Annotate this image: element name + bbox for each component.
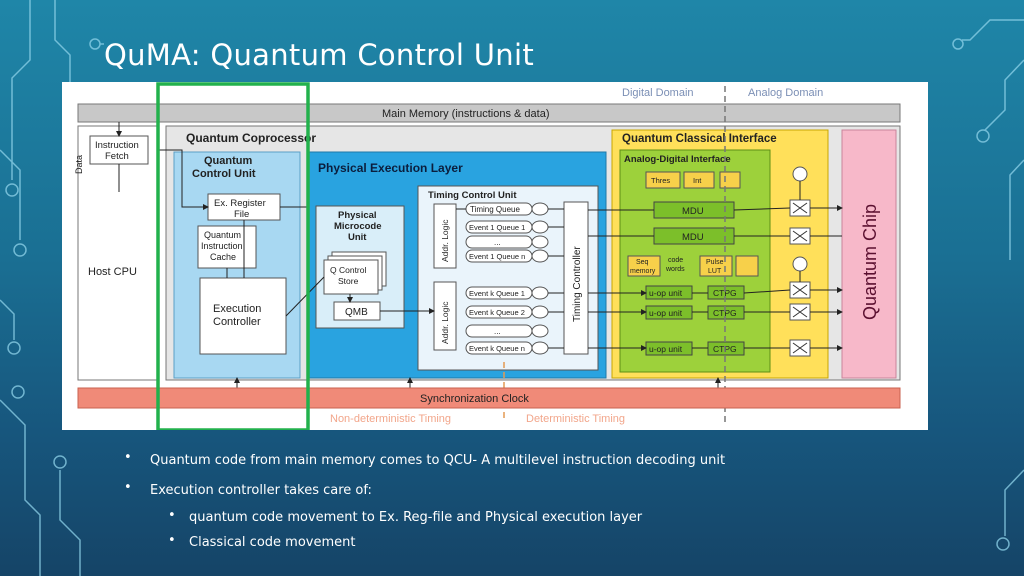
dac-icon — [735, 255, 759, 277]
event-queue-label: Event k Queue 1 — [469, 289, 525, 298]
event-queue-label: Event 1 Queue 1 — [469, 223, 525, 232]
pmu-label-1: Physical — [338, 210, 377, 221]
bullet-dot: • — [124, 480, 132, 495]
sub-bullet-text: Classical code movement — [189, 535, 356, 550]
q-control-store-label-1: Q Control — [330, 265, 366, 275]
main-memory-bar — [77, 103, 901, 123]
timing-controller-box — [563, 201, 589, 355]
non-det-timing-label: Non-deterministic Timing — [330, 413, 451, 425]
event-queue-label: Event k Queue n — [469, 344, 525, 353]
execution-controller-label-1: Execution — [213, 303, 261, 315]
det-timing-label: Deterministic Timing — [526, 413, 625, 425]
qcu-title-1: Quantum — [204, 155, 252, 167]
uop-unit-label: u-op unit — [649, 308, 683, 318]
pulse-lut-box — [699, 255, 733, 277]
int-label: Int — [693, 176, 702, 185]
event-queue-label: Event k Queue 2 — [469, 308, 525, 317]
qci-title: Quantum Classical Interface — [622, 133, 777, 145]
mdu-label-2: MDU — [682, 232, 704, 243]
pulse-lut-label-1: Pulse — [706, 259, 724, 266]
execution-controller-box — [199, 277, 287, 355]
bullet-dot: • — [124, 450, 132, 465]
instruction-fetch-label-1: Instruction — [95, 140, 139, 151]
bullet-dot: • — [168, 533, 176, 548]
execution-controller-label-2: Controller — [213, 316, 261, 328]
q-control-store-label-2: Store — [338, 276, 359, 286]
qcu-highlight-box — [156, 82, 310, 430]
int-box — [683, 171, 715, 189]
qmb-label: QMB — [345, 307, 368, 318]
qic-box — [197, 225, 257, 269]
digital-domain-label: Digital Domain — [622, 87, 694, 99]
timing-control-unit-label: Timing Control Unit — [428, 190, 517, 201]
event-queue-label: ... — [494, 238, 501, 247]
instruction-fetch-box — [89, 135, 149, 165]
addr-logic-top-box — [433, 203, 457, 269]
ex-register-file-box — [207, 193, 281, 221]
ex-register-file-label-1: Ex. Register — [214, 198, 266, 209]
addr-logic-bottom-label: Addr. Logic — [440, 301, 450, 344]
sync-clock-bar — [77, 387, 901, 409]
addr-logic-bottom-box — [433, 281, 457, 351]
ctpg-label: CTPG — [713, 308, 737, 318]
bullet-dot: • — [168, 508, 176, 523]
main-memory-label: Main Memory (instructions & data) — [382, 108, 550, 120]
pmu-label-3: Unit — [348, 232, 367, 243]
q-control-store-box — [323, 259, 379, 295]
qic-label-2: Instruction — [201, 241, 243, 251]
ctpg-label: CTPG — [713, 288, 737, 298]
qic-label-1: Quantum — [204, 230, 241, 240]
slide-title: QuMA: Quantum Control Unit — [104, 38, 534, 72]
pulse-lut-label-2: LUT — [708, 268, 722, 275]
adc-icon — [719, 171, 741, 189]
bullet-text: Execution controller takes care of: — [150, 483, 372, 498]
code-words-label-2: words — [665, 266, 685, 273]
instruction-fetch-label-2: Fetch — [105, 151, 129, 162]
qcu-title-2: Control Unit — [192, 168, 256, 180]
qic-label-3: Cache — [210, 252, 236, 262]
uop-unit-label: u-op unit — [649, 288, 683, 298]
thres-label: Thres — [651, 176, 670, 185]
event-queue-label: Event 1 Queue n — [469, 252, 525, 261]
code-words-label-1: code — [668, 257, 683, 264]
pmu-label-2: Microcode — [334, 221, 382, 232]
data-label: Data — [74, 155, 84, 174]
quantum-chip-label: Quantum Chip — [860, 204, 880, 320]
sync-clock-label: Synchronization Clock — [420, 393, 529, 405]
architecture-diagram: Digital Domain Analog Domain Main Memory… — [62, 82, 928, 430]
seq-memory-box — [627, 255, 661, 277]
host-cpu-box — [77, 125, 159, 381]
event-queue-label: ... — [494, 327, 501, 336]
host-cpu-label: Host CPU — [88, 266, 137, 278]
uop-unit-label: u-op unit — [649, 344, 683, 354]
ex-register-file-label-2: File — [234, 209, 249, 220]
timing-controller-label: Timing Controller — [572, 246, 583, 322]
mdu-label: MDU — [682, 206, 704, 217]
quantum-coprocessor-label: Quantum Coprocessor — [186, 131, 316, 145]
bullet-text: Quantum code from main memory comes to Q… — [150, 453, 726, 468]
timing-queue-label: Timing Queue — [470, 205, 521, 214]
quantum-chip-box — [841, 129, 897, 379]
seq-memory-label-2: memory — [630, 268, 656, 275]
pel-title: Physical Execution Layer — [318, 161, 463, 175]
seq-memory-label-1: Seq — [636, 259, 649, 266]
adi-title: Analog-Digital Interface — [624, 154, 731, 165]
sub-bullet-text: quantum code movement to Ex. Reg-file an… — [189, 510, 643, 525]
thres-box — [645, 171, 681, 189]
analog-domain-label: Analog Domain — [748, 87, 823, 99]
addr-logic-top-label: Addr. Logic — [440, 219, 450, 262]
